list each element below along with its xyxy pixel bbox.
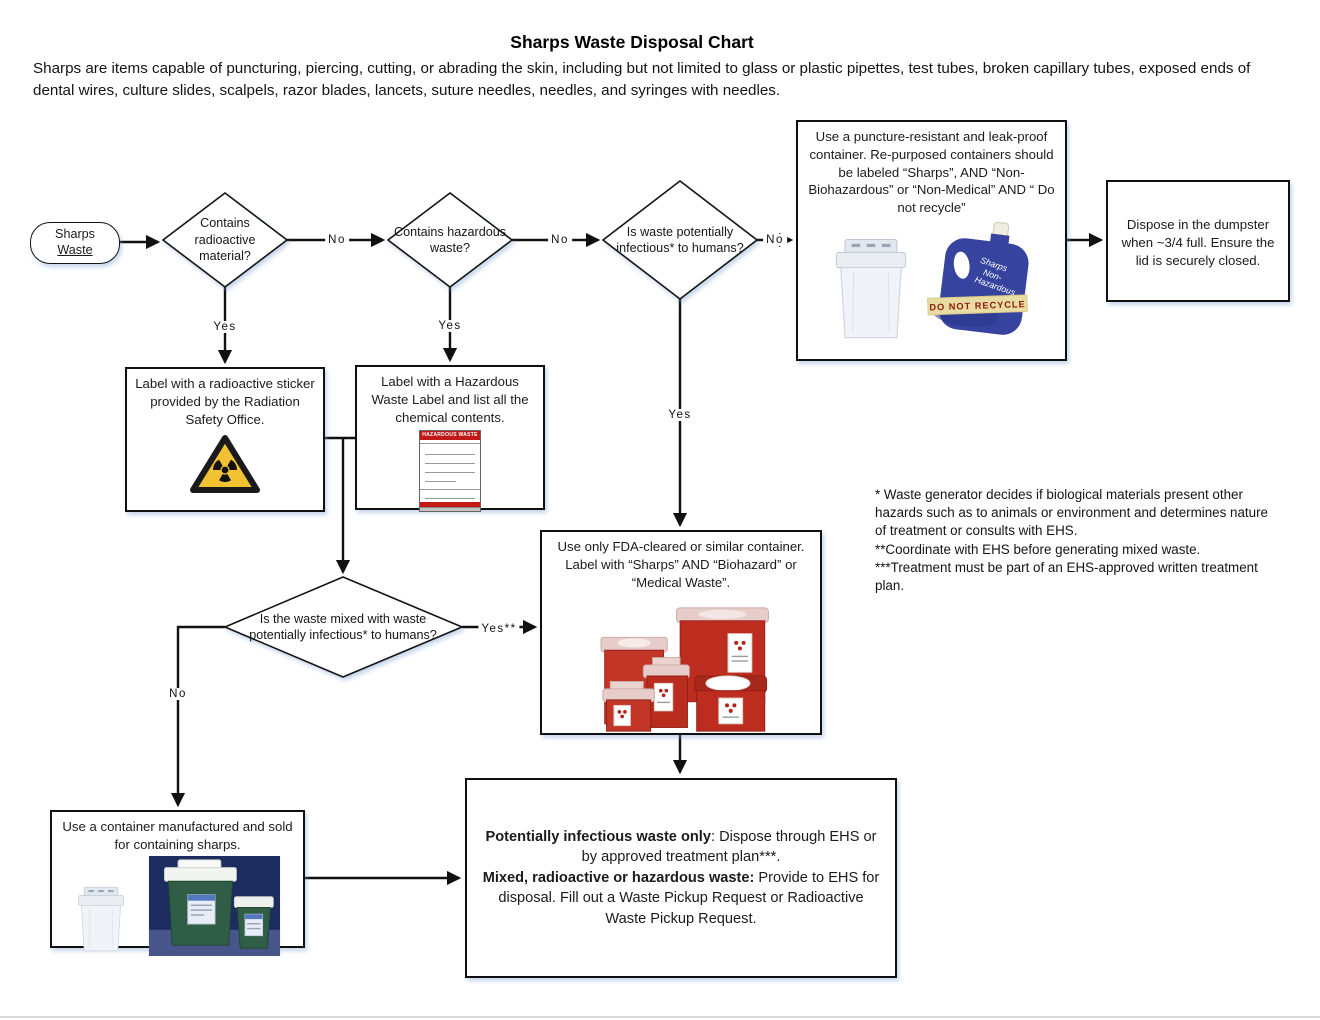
box-manufactured-container: Use a container manufactured and sold fo…: [50, 810, 305, 956]
start-node-line2: Waste: [57, 243, 93, 257]
box-fda-container: Use only FDA-cleared or similar containe…: [540, 530, 822, 735]
final-text-infectious: : Dispose through EHS or by approved tre…: [581, 828, 877, 866]
decision-radioactive: Contains radioactive material?: [194, 216, 256, 264]
blue-jug-image: Sharps Non- Hazardous DO NOT RECYCLE: [926, 222, 1029, 335]
green-containers-photo: [148, 855, 281, 956]
jug-tape-text: DO NOT RECYCLE: [929, 299, 1026, 312]
box-nonhaz-container-text: Use a puncture-resistant and leak-proof …: [808, 129, 1055, 216]
hazardous-waste-label-image: HAZARDOUS WASTE: [419, 430, 481, 513]
label-no-radioactive: No: [325, 234, 349, 246]
label-yes-mixed: Yes**: [478, 623, 520, 635]
intro-text: Sharps are items capable of puncturing, …: [33, 60, 1251, 100]
final-bold-mixed: Mixed, radioactive or hazardous waste:: [482, 869, 755, 886]
arrow-mixed-no: [170, 625, 225, 808]
page-title: Sharps Waste Disposal Chart: [510, 32, 754, 52]
box-radioactive-label-text: Label with a radioactive sticker provide…: [135, 376, 315, 427]
page-edge-line: [0, 1016, 1320, 1018]
footnotes: * Waste generator decides if biological …: [875, 487, 1269, 594]
box-dumpster-text: Dispose in the dumpster when ~3/4 full. …: [1121, 217, 1275, 268]
label-no-mixed: No: [166, 688, 190, 700]
box-final-disposal-text: Potentially infectious waste only: Dispo…: [481, 827, 881, 929]
box-dumpster: Dispose in the dumpster when ~3/4 full. …: [1106, 180, 1290, 302]
decision-infectious-shape: [601, 179, 759, 301]
start-node: Sharps Waste: [30, 222, 120, 264]
decision-infectious: Is waste potentially infectious* to huma…: [616, 224, 744, 255]
label-yes-hazardous: Yes: [435, 320, 465, 332]
decision-radioactive-shape: [161, 191, 289, 289]
box-final-disposal: Potentially infectious waste only: Dispo…: [465, 778, 897, 978]
box-fda-container-text: Use only FDA-cleared or similar containe…: [557, 539, 805, 590]
box-manufactured-container-text: Use a container manufactured and sold fo…: [62, 819, 293, 852]
final-bold-infectious: Potentially infectious waste only: [485, 828, 711, 845]
box-radioactive-label: Label with a radioactive sticker provide…: [125, 367, 325, 512]
decision-mixed: Is the waste mixed with waste potentiall…: [249, 611, 437, 642]
decision-shapes: [161, 179, 759, 678]
decision-hazardous: Contains hazardous waste?: [393, 224, 506, 255]
decision-hazardous-shape: [386, 191, 514, 289]
box-hazwaste-label-text: Label with a Hazardous Waste Label and l…: [371, 374, 529, 425]
clear-sharps-container-small-image: [78, 886, 124, 951]
red-sharps-containers-image: [600, 607, 769, 733]
label-yes-infectious: Yes: [665, 409, 695, 421]
hazardous-waste-label-title: HAZARDOUS WASTE: [420, 431, 480, 441]
decision-mixed-shape: [222, 576, 465, 678]
box-hazwaste-label: Label with a Hazardous Waste Label and l…: [355, 365, 545, 513]
label-yes-radioactive: Yes: [210, 321, 240, 333]
clear-sharps-container-image: [835, 239, 906, 339]
final-text-mixed: Provide to EHS for disposal. Fill out a …: [498, 869, 880, 927]
radiation-symbol-icon: [190, 435, 260, 494]
label-no-hazardous: No: [548, 234, 572, 246]
box-nonhaz-container: Use a puncture-resistant and leak-proof …: [796, 120, 1067, 361]
start-node-line1: Sharps: [55, 227, 95, 242]
label-no-infectious: No: [763, 234, 787, 246]
